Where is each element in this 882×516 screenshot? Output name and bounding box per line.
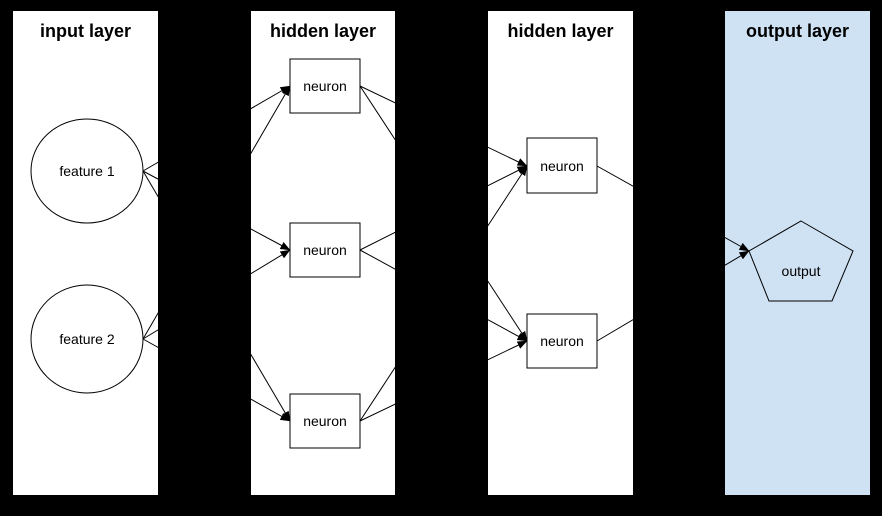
edge-feature2-h1n3 — [142, 338, 291, 422]
node-hidden2-neuron2-label: neuron — [540, 333, 584, 349]
node-hidden2-neuron2 — [526, 313, 598, 369]
node-hidden1-neuron2 — [289, 222, 361, 278]
node-feature-2-label: feature 2 — [59, 331, 114, 347]
edge-h1n2-h2n2 — [359, 249, 528, 342]
edge-h2n2-output — [596, 250, 750, 342]
node-output-label: output — [782, 263, 821, 279]
node-feature-2 — [30, 284, 144, 394]
edge-h2n1-output — [596, 165, 750, 252]
edge-h1n3-h2n1 — [359, 165, 528, 422]
edge-feature1-h1n2 — [142, 170, 291, 251]
node-hidden1-neuron1 — [289, 58, 361, 114]
edge-feature2-h1n1 — [142, 85, 291, 340]
node-feature-1 — [30, 118, 144, 224]
panel-input-layer — [13, 11, 158, 495]
node-hidden1-neuron2-label: neuron — [303, 242, 347, 258]
node-feature-1-label: feature 1 — [59, 163, 114, 179]
panel-hidden-layer-2 — [488, 11, 633, 495]
edge-feature2-h1n2 — [142, 249, 291, 340]
edge-h1n3-h2n2 — [359, 340, 528, 422]
title-hidden-layer-1: hidden layer — [270, 21, 376, 41]
edge-h1n1-h2n2 — [359, 85, 528, 342]
node-hidden2-neuron1 — [526, 137, 598, 194]
node-hidden1-neuron3-label: neuron — [303, 413, 347, 429]
title-output-layer: output layer — [746, 21, 849, 41]
edges — [142, 85, 750, 422]
node-output-pentagon — [748, 220, 854, 302]
edge-feature1-h1n3 — [142, 170, 291, 422]
edge-h1n2-h2n1 — [359, 165, 528, 251]
edge-feature1-h1n1 — [142, 85, 291, 172]
node-hidden1-neuron1-label: neuron — [303, 78, 347, 94]
title-input-layer: input layer — [40, 21, 131, 41]
edge-h1n1-h2n1 — [359, 85, 528, 167]
node-hidden1-neuron3 — [289, 393, 361, 449]
node-hidden2-neuron1-label: neuron — [540, 158, 584, 174]
title-hidden-layer-2: hidden layer — [507, 21, 613, 41]
